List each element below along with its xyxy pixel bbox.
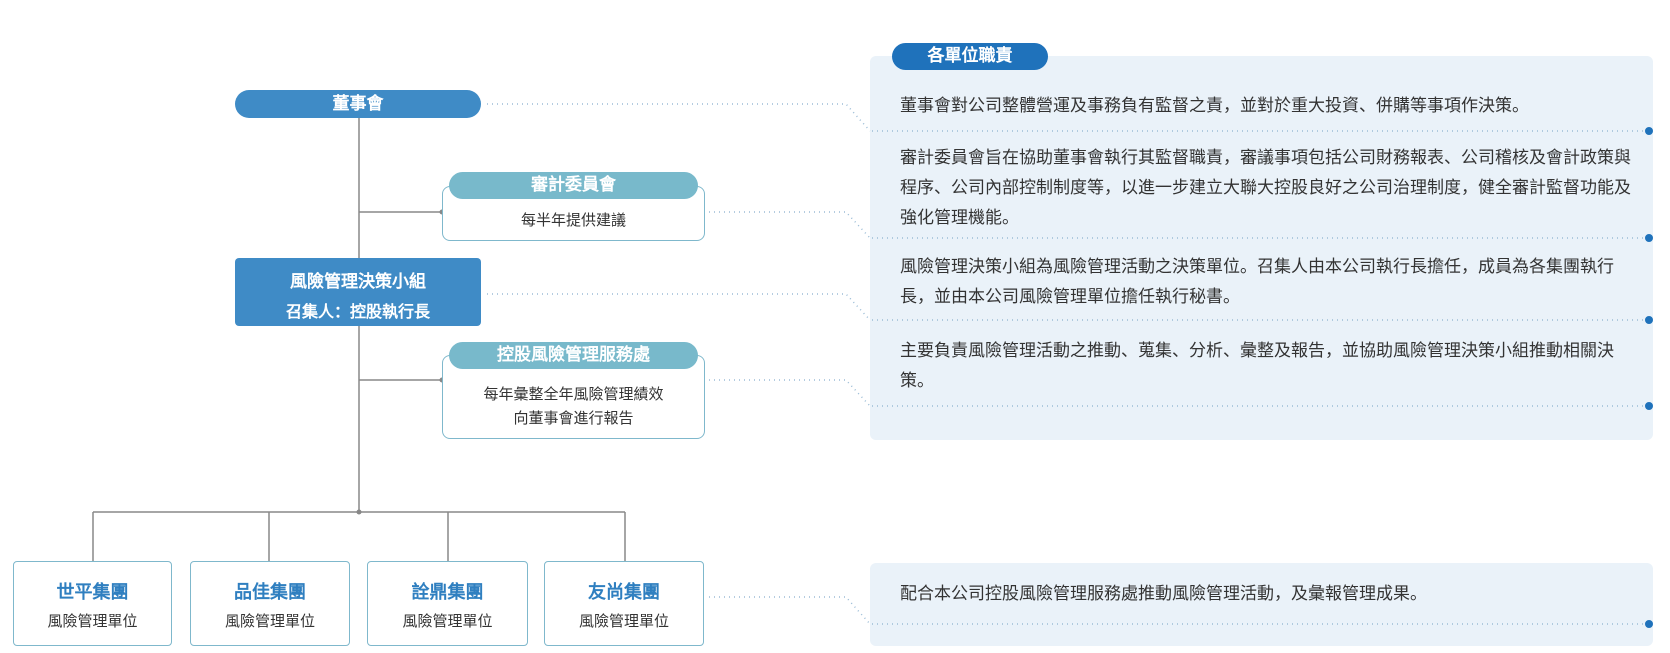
group-node: 品佳集團 風險管理單位 [190,561,350,646]
group-unit: 風險管理單位 [224,612,315,630]
risk-office-node: 每年彙整全年風險管理績效 向董事會進行報告 [442,355,705,439]
group-unit: 風險管理單位 [578,612,669,630]
responsibilities-title: 各單位職責 [892,43,1048,70]
risk-group-responsibility: 風險管理決策小組為風險管理活動之決策單位。召集人由本公司執行長擔任，成員為各集團… [900,257,1614,307]
risk-office-responsibility: 主要負責風險管理活動之推動、蒐集、分析、彙整及報告，並協助風險管理決策小組推動相… [900,341,1614,391]
audit-committee-desc: 每半年提供建議 [520,211,626,229]
group-unit: 風險管理單位 [402,612,493,630]
audit-committee-responsibility: 審計委員會旨在協助董事會執行其監督職責，審議事項包括公司財務報表、公司稽核及會計… [900,148,1631,228]
group-node: 詮鼎集團 風險管理單位 [367,561,528,646]
board-node: 董事會 [235,90,481,118]
group-name: 品佳集團 [234,582,306,603]
group-node: 世平集團 風險管理單位 [13,561,172,646]
risk-office-desc-1: 每年彙整全年風險管理績效 [483,385,664,403]
group-name: 世平集團 [56,582,129,603]
risk-group-title: 風險管理決策小組 [290,272,426,292]
risk-group-convener: 召集人：控股執行長 [285,302,430,321]
group-name: 詮鼎集團 [411,582,484,603]
risk-office-title: 控股風險管理服務處 [449,342,698,369]
risk-group-node: 風險管理決策小組 召集人：控股執行長 [235,258,481,326]
board-responsibility: 董事會對公司整體營運及事務負有監督之責，並對於重大投資、併購等事項作決策。 [900,96,1529,116]
group-unit: 風險管理單位 [47,612,138,630]
groups-responsibility: 配合本公司控股風險管理服務處推動風險管理活動，及彙報管理成果。 [900,584,1427,604]
group-node: 友尚集團 風險管理單位 [544,561,704,646]
audit-committee-title: 審計委員會 [449,172,698,199]
group-name: 友尚集團 [588,582,660,603]
risk-office-desc-2: 向董事會進行報告 [513,409,634,427]
